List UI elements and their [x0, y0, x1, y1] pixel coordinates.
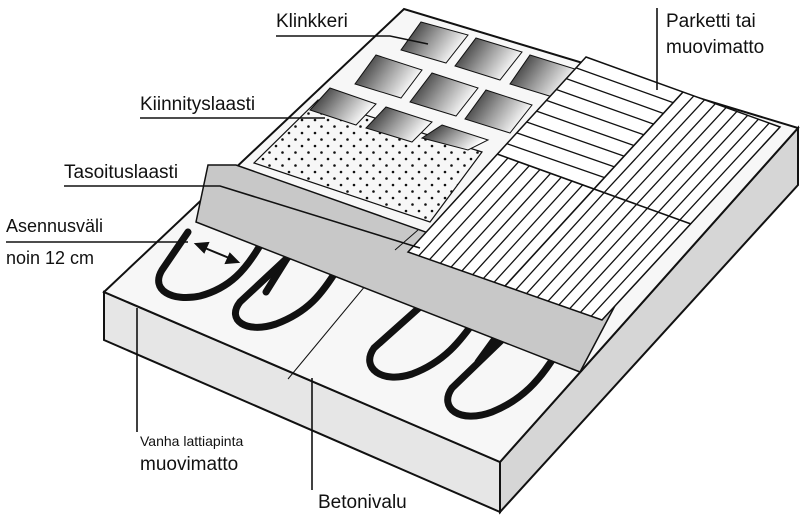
- leader-lines: [6, 8, 658, 490]
- parquet-strip: [668, 118, 759, 217]
- parquet-strip: [579, 215, 670, 313]
- parquet-strip: [566, 78, 664, 114]
- tile: [354, 54, 423, 99]
- double-arrow-icon: [193, 241, 241, 265]
- parquet-strip: [658, 114, 749, 213]
- tile: [400, 21, 469, 64]
- label-vanha-lattiapinta: Vanha lattiapinta: [140, 433, 243, 449]
- clinker-tiles: [309, 21, 579, 151]
- tile: [420, 124, 490, 151]
- parquet-strip: [636, 107, 727, 205]
- label-asennusvali-distance: noin 12 cm: [6, 248, 94, 268]
- parquet-block-borders: [496, 91, 692, 287]
- parquet-strip: [526, 195, 617, 294]
- parquet-strip: [482, 180, 573, 279]
- parquet-strip: [516, 132, 614, 168]
- parquet-strip: [536, 199, 627, 298]
- leader-tasoituslaasti: [64, 185, 421, 249]
- parquet-strip: [472, 176, 563, 276]
- old-floor-seam: [394, 229, 419, 251]
- tile: [409, 72, 479, 117]
- parquet-strip: [526, 121, 624, 157]
- label-klinkkeri: Klinkkeri: [276, 11, 348, 32]
- parquet-strip: [604, 95, 695, 193]
- label-muovimatto-bottom: muovimatto: [140, 454, 238, 475]
- parquet-strip: [439, 165, 530, 264]
- label-tasoituslaasti: Tasoituslaasti: [64, 162, 178, 183]
- parquet-strip: [515, 191, 606, 291]
- tile: [365, 106, 433, 143]
- parquet-strip: [536, 110, 634, 146]
- heating-pipe-loop: [232, 242, 342, 331]
- parquet-strips: [418, 67, 770, 317]
- label-asennusvali: Asennusväli: [6, 216, 103, 236]
- parquet-strip: [625, 103, 716, 201]
- parquet-strip: [647, 111, 738, 209]
- leveling-mortar-band: [195, 164, 620, 373]
- parquet-strip: [461, 172, 552, 272]
- parquet-strip: [547, 203, 638, 302]
- heating-pipe-loop: [155, 228, 266, 301]
- parquet-strip: [558, 207, 649, 306]
- leader-klinkkeri: [276, 35, 429, 45]
- heating-pipe-loop: [366, 294, 482, 381]
- parquet-strip: [679, 122, 770, 220]
- parquet-strip: [546, 99, 644, 136]
- parquet-strip: [569, 211, 660, 310]
- parquet-strip: [506, 143, 605, 178]
- label-betonivalu: Betonivalu: [318, 492, 407, 513]
- parquet-strip: [590, 219, 681, 317]
- tile: [454, 37, 523, 81]
- parquet-strip: [615, 99, 706, 197]
- label-parketti: Parketti tai: [666, 11, 756, 32]
- parquet-strip: [418, 157, 509, 257]
- parquet-area: [406, 56, 782, 321]
- label-muovimatto-top: muovimatto: [666, 37, 764, 58]
- parquet-strip: [493, 183, 584, 283]
- heating-pipe-loop: [444, 328, 560, 420]
- label-kiinnityslaasti: Kiinnityslaasti: [140, 94, 255, 115]
- tile: [464, 89, 533, 134]
- parquet-strip: [556, 88, 654, 125]
- parquet-strip: [575, 67, 674, 104]
- parquet-strip: [450, 168, 541, 268]
- tile: [309, 87, 377, 126]
- parquet-strip: [429, 161, 520, 260]
